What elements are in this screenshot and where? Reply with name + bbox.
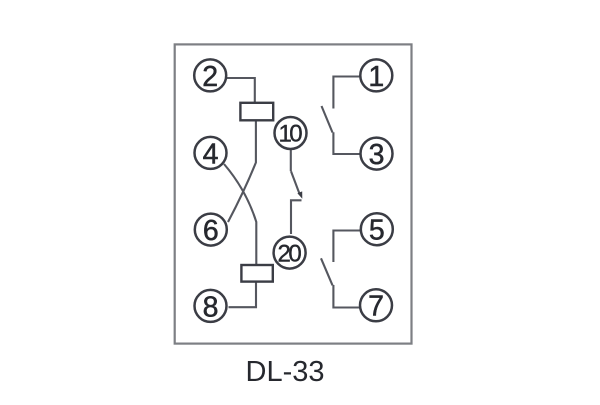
svg-text:8: 8 [203, 291, 219, 323]
svg-text:1: 1 [368, 61, 384, 93]
svg-text:5: 5 [369, 215, 385, 247]
svg-text:10: 10 [278, 121, 302, 148]
svg-text:4: 4 [203, 138, 219, 170]
svg-text:3: 3 [369, 139, 385, 171]
svg-text:2: 2 [202, 61, 218, 93]
svg-text:6: 6 [203, 215, 219, 247]
svg-text:7: 7 [368, 291, 384, 323]
svg-text:20: 20 [278, 240, 302, 267]
svg-text:DL-33: DL-33 [246, 356, 325, 388]
